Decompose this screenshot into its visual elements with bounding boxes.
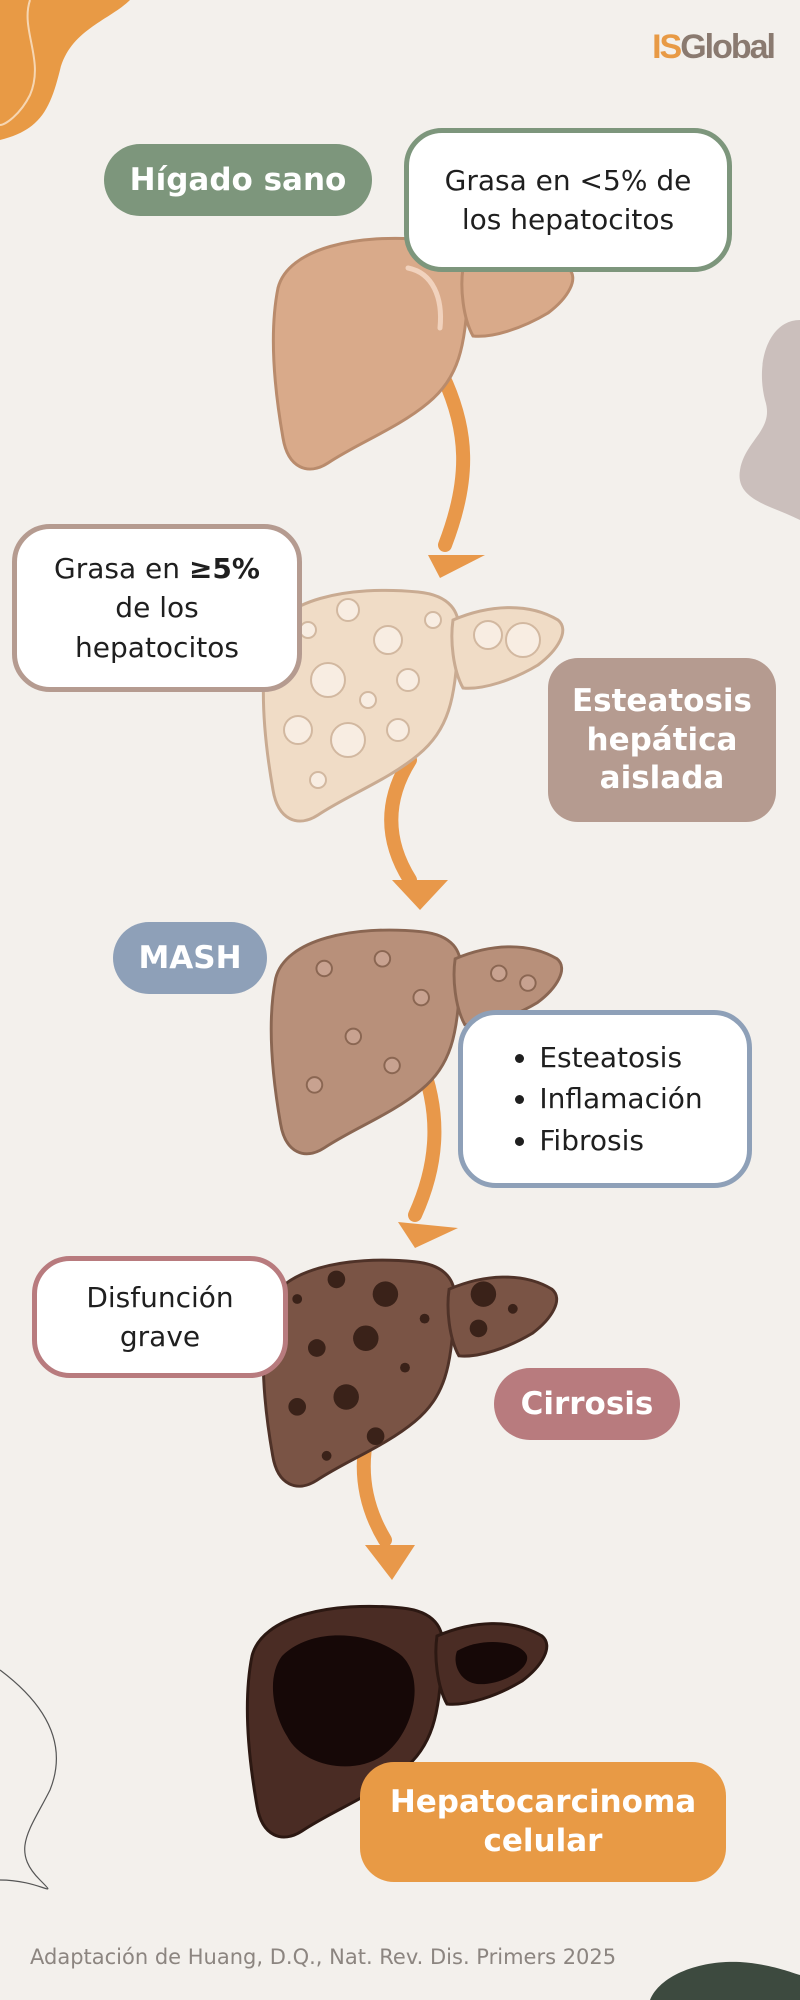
fat-droplet bbox=[305, 1076, 324, 1094]
liver-illustrations bbox=[245, 236, 575, 1839]
nodule bbox=[366, 1427, 385, 1446]
progression-arrow bbox=[433, 363, 471, 552]
stage-label-line: Hepatocarcinoma bbox=[389, 1784, 697, 1821]
nodule bbox=[470, 1281, 497, 1307]
note-line: hepatocitos bbox=[75, 630, 239, 664]
fat-droplet bbox=[373, 950, 392, 968]
liver-right-lobe bbox=[446, 1275, 559, 1358]
arrow-head bbox=[398, 1222, 458, 1248]
liver-stage-4 bbox=[261, 1258, 559, 1488]
mauve-side-blob bbox=[739, 320, 800, 520]
list-item: Inflamación bbox=[539, 1079, 702, 1118]
stage-label-line: Esteatosis bbox=[571, 682, 753, 719]
stage-label-line: hepática bbox=[586, 721, 738, 758]
nodule bbox=[327, 1270, 346, 1289]
progression-arrow bbox=[384, 753, 417, 887]
nodule bbox=[469, 1319, 488, 1338]
orange-blob-outline bbox=[0, 0, 36, 126]
list-item: Esteatosis bbox=[539, 1038, 702, 1077]
fat-droplet bbox=[299, 621, 317, 639]
fat-droplet bbox=[309, 771, 327, 789]
nodule bbox=[288, 1397, 307, 1416]
fat-droplet bbox=[336, 598, 360, 622]
list-item: Fibrosis bbox=[539, 1121, 702, 1160]
note-line: Grasa en <5% de bbox=[444, 163, 692, 197]
fat-droplet bbox=[359, 691, 377, 709]
fat-droplet bbox=[519, 974, 537, 992]
stage-label-steatosis: Esteatosis hepática aislada bbox=[548, 658, 776, 822]
stage-label-healthy: Hígado sano bbox=[104, 144, 372, 216]
note-line: Disfunción bbox=[86, 1280, 234, 1314]
note-line: grave bbox=[119, 1320, 201, 1353]
squiggle-line bbox=[0, 1669, 57, 1890]
liver-stage-5 bbox=[245, 1604, 549, 1839]
stage-label-line: aislada bbox=[599, 760, 725, 797]
fat-droplet bbox=[330, 722, 366, 758]
nodule bbox=[419, 1313, 430, 1324]
arrow-head bbox=[428, 555, 485, 578]
stage-label-line: celular bbox=[483, 1823, 603, 1859]
orange-corner-blob bbox=[0, 0, 130, 140]
liver-left-lobe bbox=[269, 928, 463, 1156]
fat-droplet bbox=[473, 620, 503, 650]
fat-droplet bbox=[283, 715, 313, 745]
note-mash-features: Esteatosis Inflamación Fibrosis bbox=[458, 1010, 752, 1188]
source-caption: Adaptación de Huang, D.Q., Nat. Rev. Dis… bbox=[30, 1945, 617, 1969]
fat-droplet bbox=[490, 964, 508, 983]
liver-left-lobe bbox=[261, 1258, 457, 1488]
fat-droplet bbox=[310, 662, 346, 698]
fat-droplet bbox=[396, 668, 420, 692]
nodule bbox=[353, 1325, 379, 1351]
nodule bbox=[321, 1450, 332, 1461]
tumor bbox=[455, 1641, 528, 1685]
note-steatosis-fat: Grasa en ≥5% de los hepatocitos bbox=[12, 524, 302, 692]
fat-droplet bbox=[315, 959, 333, 978]
arrow-head bbox=[392, 880, 448, 910]
fat-droplet bbox=[386, 718, 410, 742]
fat-droplet bbox=[344, 1027, 363, 1046]
nodule bbox=[333, 1384, 359, 1410]
stage-label-mash: MASH bbox=[113, 922, 267, 994]
liver-stage-2 bbox=[261, 588, 565, 823]
note-cirrhosis-dysfunction: Disfunción grave bbox=[32, 1256, 288, 1378]
note-line: los hepatocitos bbox=[461, 203, 675, 236]
note-line: Grasa en ≥5% bbox=[54, 552, 260, 586]
note-healthy-fat: Grasa en <5% de los hepatocitos bbox=[404, 128, 732, 272]
mash-feature-list: Esteatosis Inflamación Fibrosis bbox=[507, 1036, 702, 1162]
green-corner-blob bbox=[650, 1961, 800, 2000]
tumor bbox=[272, 1635, 415, 1767]
nodule bbox=[400, 1362, 410, 1373]
liver-stage-1 bbox=[271, 236, 575, 471]
nodule bbox=[507, 1303, 518, 1314]
nodule bbox=[307, 1339, 326, 1357]
isglobal-logo: ISGlobal bbox=[652, 28, 776, 66]
nodule bbox=[292, 1294, 303, 1304]
fat-droplet bbox=[505, 622, 541, 658]
liver-left-lobe bbox=[271, 236, 471, 471]
fat-droplet bbox=[424, 611, 442, 629]
stage-label-hepatocarcinoma: Hepatocarcinoma celular bbox=[360, 1762, 726, 1882]
arrow-head bbox=[365, 1545, 415, 1580]
note-line: de los bbox=[115, 591, 199, 625]
liver-stage-3 bbox=[269, 928, 564, 1156]
fat-droplet bbox=[373, 625, 403, 655]
nodule bbox=[372, 1281, 399, 1307]
liver-right-lobe bbox=[452, 945, 564, 1027]
fat-droplet bbox=[412, 988, 430, 1007]
liver-highlight bbox=[405, 265, 444, 331]
fat-droplet bbox=[383, 1056, 401, 1075]
stage-label-cirrhosis: Cirrosis bbox=[494, 1368, 680, 1440]
